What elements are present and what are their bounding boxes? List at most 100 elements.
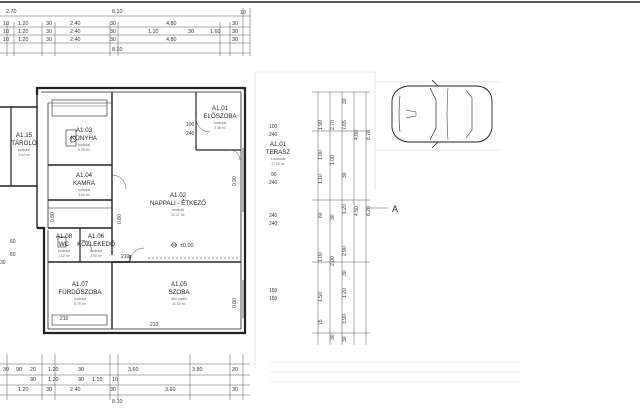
top-dim-row2-1: 1.20: [18, 21, 29, 27]
dim-plan-interior_dims-7: 240: [269, 221, 278, 227]
interior-dimensions: 100 240 100 240 90 240 240 240 150 150 6…: [0, 122, 278, 328]
bottom-dim-row2-0: 30: [30, 377, 36, 383]
top-dim-row2-0: 10: [3, 21, 9, 27]
dim-plan-right_dims-col3-1: 4.50: [354, 206, 360, 216]
top-dim-row4-0: 10: [3, 37, 9, 43]
top-dim-row4-1: 1.20: [18, 37, 29, 43]
room-id-kozlekedo: A1.06: [88, 233, 105, 240]
dim-plan-right_dims-col2-3: 1.20: [342, 204, 348, 214]
bottom-dim-row1-6: 3.80: [192, 367, 203, 373]
dim-plan-right_dims-col2-8: 30: [342, 336, 348, 342]
dim-plan-interior_dims-1: 240: [186, 131, 195, 137]
room-id-eloszoba: A1.01: [212, 105, 229, 112]
top-dim-row5-0: 8.10: [112, 47, 123, 53]
dim-plan-interior_dims-18: 0.80: [50, 212, 56, 222]
dim-plan-right_dims-col2-2: 30: [342, 172, 348, 178]
room-name-nappali: NAPPALI - ÉTKEZŐ: [150, 200, 206, 207]
dim-plan-interior_dims-17: 0.80: [117, 214, 123, 224]
dim-plan-right_dims-col1-4: 1.00: [330, 155, 336, 165]
dim-plan-interior_dims-11: 60: [10, 252, 16, 258]
bottom-dim-row3-2: 2.40: [70, 387, 81, 393]
room-id-nappali: A1.02: [170, 192, 187, 199]
top-dim-row3-2: 30: [46, 29, 52, 35]
room-area-wc: 1.62 m²: [58, 254, 70, 258]
room-area-nappali: 22.17 m²: [171, 213, 185, 217]
bottom-dim-row1-7: 20: [232, 367, 238, 373]
room-floor-konyha: burkolat: [78, 143, 90, 147]
top-dim-row1-1: 8.10: [112, 9, 123, 15]
room-name-wc: WC: [59, 241, 70, 248]
top-dim-row3-3: 2.40: [70, 29, 81, 35]
dim-plan-right_dims-col3-2: 8.20: [366, 206, 372, 216]
bottom-dim-row1-2: 20: [30, 367, 36, 373]
dim-plan-right_dims-col2-5: 30: [342, 270, 348, 276]
dim-plan-right_dims-col1-3: 2.70: [330, 120, 336, 130]
dim-plan-interior_dims-6: 240: [269, 213, 278, 219]
right-dimension-lines: [312, 91, 388, 345]
dim-plan-right_dims-col2-6: 1.20: [342, 288, 348, 298]
top-dim-row2-6: 30: [232, 21, 238, 27]
room-area-kamra: 3.60 m²: [78, 193, 90, 197]
room-name-kozlekedo: KÖZLEKEDŐ: [77, 241, 115, 248]
dim-plan-right_dims-col1-11: 30: [330, 334, 336, 340]
top-dim-row4-6: 30: [232, 37, 238, 43]
dim-plan-right_dims-col2-0: 30: [342, 98, 348, 104]
room-floor-wc: burkolat: [58, 249, 70, 253]
top-dim-row2-5: 4.80: [166, 21, 177, 27]
top-dim-row2-3: 2.40: [70, 21, 81, 27]
room-name-terasz: TERASZ: [266, 149, 291, 156]
room-area-terasz: 17.00 m²: [271, 162, 285, 166]
dim-plan-right_dims-col1-9: 1.50: [318, 292, 324, 302]
room-area-eloszoba: 2.38 m²: [214, 126, 226, 130]
dim-plan-interior_dims-9: 150: [269, 296, 278, 302]
top-dim-row3-4: 30: [110, 29, 116, 35]
top-dim-row3-7: 1.60: [210, 29, 221, 35]
room-name-eloszoba: ELŐSZOBA: [203, 113, 237, 120]
right-dimension-text: 1.90 1.00 1.10 2.70 1.00 60 30 1.00 2.00…: [318, 98, 372, 342]
room-id-konyha: A1.03: [76, 127, 93, 134]
room-area-furdoszoba: 5.70 m²: [74, 302, 86, 306]
dim-plan-right_dims-col1-5: 60: [318, 212, 324, 218]
dim-plan-interior_dims-13: 210: [121, 254, 130, 260]
room-floor-szoba: lam. padló: [171, 297, 187, 301]
bottom-dim-row3-3: 30: [110, 387, 116, 393]
axis-marker-a: A: [392, 204, 398, 214]
level-mark-text: ±0.00: [180, 243, 193, 249]
dim-plan-right_dims-col1-6: 30: [330, 214, 336, 220]
top-dim-row3-1: 1.20: [18, 29, 29, 35]
door-swings: [79, 117, 241, 263]
room-area-kozlekedo: 2.00 m²: [90, 254, 102, 258]
room-id-kamra: A1.04: [76, 172, 93, 179]
bottom-dim-row1-0: 30: [3, 367, 9, 373]
dim-plan-interior_dims-19: 0.80: [232, 298, 238, 308]
dim-plan-interior_dims-8: 150: [269, 288, 278, 294]
dim-plan-interior_dims-5: 240: [269, 180, 278, 186]
dim-plan-right_dims-col1-0: 1.90: [318, 120, 324, 130]
room-floor-kozlekedo: burkolat: [90, 249, 102, 253]
top-dim-row4-4: 30: [110, 37, 116, 43]
level-mark: ±0.00: [171, 242, 193, 249]
room-floor-kamra: burkolat: [78, 188, 90, 192]
dim-plan-right_dims-col1-1: 1.00: [318, 150, 324, 160]
dim-plan-interior_dims-2: 100: [269, 124, 278, 130]
bottom-dim-row2-3: 1.10: [92, 377, 103, 383]
room-floor-terasz: 1 burkolat: [271, 157, 286, 161]
dim-plan-right_dims-col2-7: 3.90: [342, 314, 348, 324]
dim-plan-interior_dims-3: 240: [269, 132, 278, 138]
top-dim-row2-4: 30: [110, 21, 116, 27]
bottom-dim-row1-1: 90: [16, 367, 22, 373]
dim-plan-interior_dims-15: 210: [150, 322, 159, 328]
dim-plan-right_dims-col1-8: 2.00: [330, 256, 336, 266]
car-icon: [391, 79, 493, 149]
room-id-furdoszoba: A1.07: [72, 281, 89, 288]
room-name-konyha: KONYHA: [71, 135, 98, 142]
top-dim-row4-5: 4.80: [166, 37, 177, 43]
top-dim-row3-5: 1.10: [148, 29, 159, 35]
dim-plan-interior_dims-0: 100: [186, 122, 195, 128]
building-walls: [0, 86, 247, 335]
dim-plan-interior_dims-4: 90: [271, 172, 277, 178]
dim-plan-interior_dims-16: 0.90: [232, 176, 238, 186]
bottom-dim-row1-3: 1.20: [48, 367, 59, 373]
room-name-kamra: KAMRA: [73, 180, 96, 187]
